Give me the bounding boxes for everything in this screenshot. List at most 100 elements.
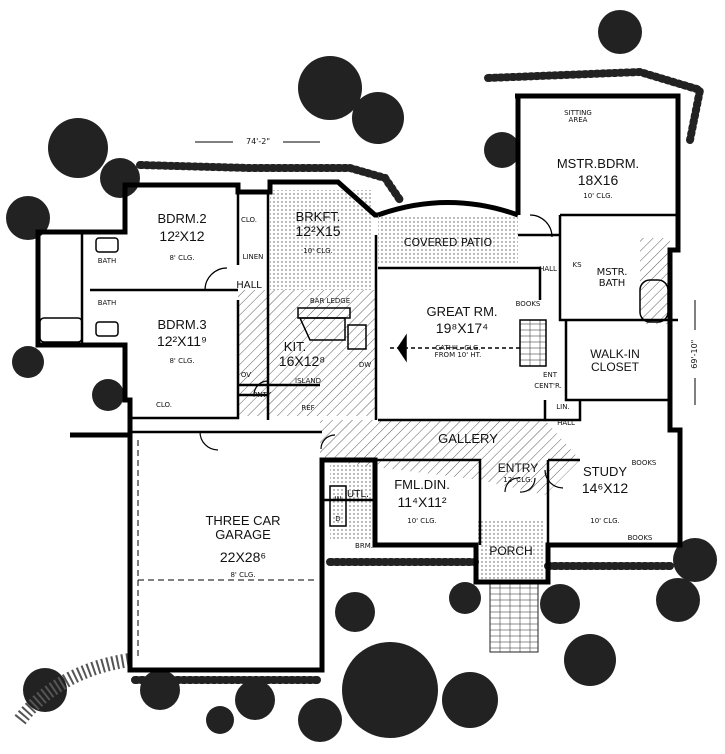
formal-dining-dims: 11⁴X11² [397, 494, 447, 510]
fixtures [39, 237, 669, 527]
dishwasher-label: DW [358, 361, 372, 369]
gallery-label: GALLERY [438, 431, 498, 446]
master-bedroom-ceiling: 10' CLG. [583, 192, 613, 200]
shrub [100, 158, 140, 198]
shrub [656, 578, 700, 622]
shrub [598, 10, 642, 54]
ent-label: ENT [543, 371, 557, 379]
refrigerator-label: REF [301, 404, 315, 412]
centr-label: CENT'R. [534, 382, 562, 390]
breakfast-ceiling: 10' CLG. [303, 247, 333, 255]
hall-lower-label: HALL [557, 419, 575, 427]
walk-in-closet-label: WALK-IN CLOSET [590, 347, 640, 374]
garage-dims: 22X28⁶ [219, 549, 267, 565]
study-dims: 14⁶X12 [581, 480, 629, 496]
bar-ledge [297, 307, 351, 319]
shrub [540, 584, 580, 624]
door-swings [199, 214, 564, 493]
garage-name: THREE CAR GARAGE [205, 513, 281, 542]
bar-ledge-label: BAR LEDGE [309, 297, 351, 305]
garage-bays [137, 440, 318, 660]
bath-upper-label: BATH [97, 257, 117, 265]
shrub [342, 642, 438, 738]
great-room-dims: 19⁸X17⁴ [435, 320, 489, 336]
study-ceiling: 10' CLG. [590, 517, 620, 525]
kitchen-island-label: ISLAND [295, 377, 321, 385]
porch-floor [478, 520, 544, 580]
washer-label: W [334, 495, 342, 503]
gallery-floor [320, 420, 580, 495]
shrub [48, 118, 108, 178]
breakfast-floor [270, 190, 372, 290]
linen-label: LINEN [242, 253, 264, 261]
bath-tub [39, 317, 83, 343]
shrub [449, 582, 481, 614]
formal-dining-name: FML.DIN. [394, 477, 450, 492]
bedroom3-dims: 12²X11⁹ [156, 333, 208, 349]
master-tub [639, 279, 669, 323]
clo-bdrm3-label: CLO. [156, 401, 172, 409]
breakfast-name: BRKFT. [295, 209, 341, 224]
entry-ceiling: 12' CLG. [503, 476, 533, 484]
overall-width-label: 74'-2" [245, 137, 271, 146]
bedroom2-ceiling: 8' CLG. [169, 254, 195, 262]
covered-patio-floor [378, 215, 518, 265]
master-bath-label: MSTR. BATH [596, 267, 628, 289]
shrub [235, 680, 275, 720]
bedroom2-dims: 12²X12 [159, 228, 205, 244]
shrub [564, 634, 616, 686]
ks-label: KS [572, 261, 582, 269]
bath-sink-upper [95, 237, 119, 253]
covered-patio-label: COVERED PATIO [403, 236, 493, 249]
master-bedroom-dims: 18X16 [577, 172, 619, 188]
landscaping [6, 10, 717, 742]
bedroom3-name: BDRM.3 [157, 317, 207, 332]
porch-label: PORCH [489, 544, 533, 558]
exterior-walls [35, 93, 683, 673]
bedroom3-ceiling: 8' CLG. [169, 357, 195, 365]
lin-label: LIN. [556, 403, 570, 411]
clo-bdrm2-label: CLO. [241, 216, 257, 224]
shrub [6, 196, 50, 240]
breakfast-dims: 12²X15 [295, 223, 341, 239]
broom-closet-label: BRM. [355, 542, 373, 550]
kitchen-dims: 16X12⁸ [278, 353, 326, 369]
tile-floors [238, 190, 670, 580]
shrub [12, 346, 44, 378]
fireplace [519, 319, 547, 367]
hall-master-label: HALL [539, 265, 557, 273]
books-great-label: BOOKS [515, 300, 541, 308]
hedges [131, 67, 705, 684]
entry-label: ENTRY [497, 461, 539, 475]
range [347, 324, 367, 350]
shrub [484, 132, 520, 168]
shrub [23, 668, 67, 712]
shrub [298, 698, 342, 742]
dryer-label: D [335, 515, 341, 523]
interior-walls [80, 190, 678, 545]
oven-label: OV [240, 371, 252, 379]
great-room-name: GREAT RM. [426, 304, 498, 319]
sitting-area-label: SITTING AREA [564, 109, 592, 125]
shrub [352, 92, 404, 144]
hall-bedrooms-label: HALL [236, 280, 262, 291]
bath-lower-label: BATH [97, 299, 117, 307]
master-bedroom-name: MSTR.BDRM. [556, 156, 640, 171]
shrub [673, 538, 717, 582]
shrub [92, 379, 124, 411]
garage-ceiling: 8' CLG. [230, 571, 256, 579]
shrub [298, 56, 362, 120]
shrub [206, 706, 234, 734]
formal-dining-ceiling: 10' CLG. [407, 517, 437, 525]
study-name: STUDY [582, 464, 628, 479]
laundry-area [329, 485, 347, 527]
shrub [335, 592, 375, 632]
shrub [442, 672, 498, 728]
dimension-lines [195, 141, 696, 405]
bath-sink-lower [95, 321, 119, 337]
books-study-top-label: BOOKS [631, 459, 657, 467]
arrow-marker [397, 333, 407, 363]
books-study-bottom-label: BOOKS [627, 534, 653, 542]
pantry-label: PNTY [252, 391, 272, 399]
bedroom2-name: BDRM.2 [157, 211, 207, 226]
